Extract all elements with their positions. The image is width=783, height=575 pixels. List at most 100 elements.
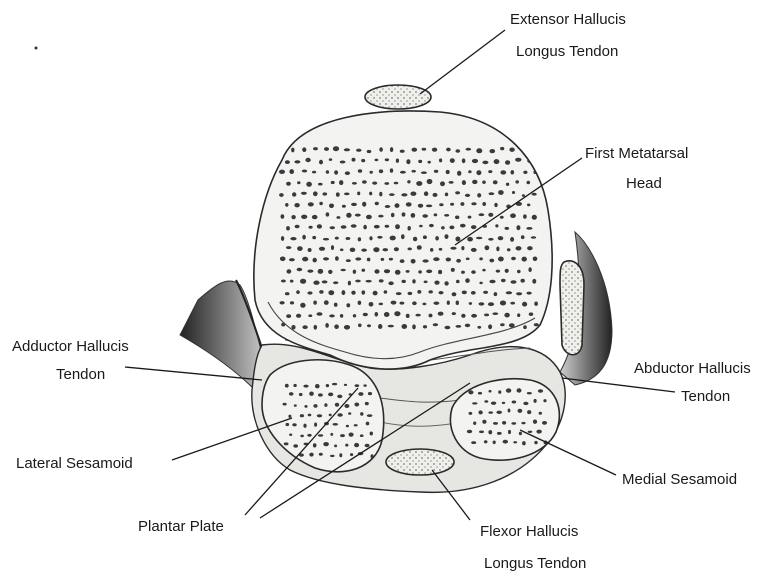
pore [384, 312, 390, 317]
pore [331, 181, 335, 184]
label-metatarsal-line2: Head [626, 175, 662, 192]
pore [516, 292, 522, 295]
pore [351, 291, 355, 295]
pore [478, 392, 482, 395]
pore [295, 225, 300, 228]
pore [351, 203, 357, 206]
pore [406, 202, 412, 206]
pore [460, 224, 466, 228]
pore [488, 411, 493, 413]
dot-artifact [35, 47, 38, 50]
pore [323, 238, 329, 241]
pore [495, 224, 498, 227]
pore [521, 235, 525, 239]
pore [476, 170, 481, 175]
pore [528, 431, 533, 433]
pore [394, 247, 399, 251]
pore [510, 213, 516, 218]
pore [378, 324, 382, 329]
pore [446, 148, 451, 152]
pore [479, 431, 484, 434]
pore [433, 257, 439, 261]
pore [293, 444, 298, 447]
pore [482, 202, 486, 206]
pore [534, 323, 539, 326]
pore [532, 215, 537, 220]
pore [471, 225, 476, 229]
pore [543, 399, 546, 402]
pore [328, 290, 334, 295]
label-flexor-line1: Flexor Hallucis [480, 523, 578, 540]
pore [329, 158, 332, 161]
pore [509, 148, 514, 152]
pore [352, 182, 357, 185]
pore [449, 181, 454, 184]
pore [339, 453, 342, 457]
pore [354, 424, 358, 426]
pore [484, 314, 489, 317]
pore [358, 301, 362, 305]
pore [521, 422, 525, 424]
pore [319, 160, 323, 165]
pore [489, 192, 495, 195]
pore [317, 312, 323, 316]
pore [412, 148, 418, 152]
pore [346, 237, 351, 240]
pore [318, 434, 323, 436]
pore [482, 181, 486, 184]
pore [281, 323, 285, 327]
pore [469, 412, 473, 415]
pore [350, 248, 356, 252]
pore [329, 314, 335, 317]
pore [434, 302, 440, 305]
pore [488, 213, 493, 217]
pore [289, 392, 294, 396]
pore [330, 455, 335, 457]
pore [301, 215, 307, 219]
pore [353, 270, 356, 274]
pore [449, 226, 454, 230]
pore [308, 248, 312, 252]
pore [467, 430, 472, 433]
pore [366, 422, 370, 426]
pore [395, 270, 401, 275]
pore [433, 193, 438, 197]
pore [333, 423, 339, 426]
pore [355, 257, 361, 260]
pore [280, 301, 285, 304]
pore [500, 323, 505, 326]
pore [494, 203, 497, 207]
pore [395, 203, 400, 208]
pore [345, 171, 350, 175]
pore [457, 171, 461, 176]
pore [489, 390, 492, 393]
pore [317, 414, 322, 417]
pore [468, 170, 471, 173]
pore [368, 392, 372, 395]
pore [519, 432, 522, 435]
pore [289, 434, 292, 436]
pore [358, 237, 361, 241]
pore [533, 420, 537, 424]
pore [468, 216, 472, 219]
pore [452, 292, 457, 296]
pore [299, 393, 303, 396]
pore [529, 312, 534, 316]
pore [323, 192, 328, 195]
pore [479, 213, 485, 216]
pore [531, 236, 536, 239]
pore [369, 192, 372, 196]
pore [461, 271, 465, 274]
pore [462, 158, 466, 163]
pore [358, 392, 363, 396]
pore [313, 443, 317, 447]
pore [528, 267, 531, 272]
pore [294, 404, 297, 406]
pore [526, 227, 532, 230]
pore [400, 171, 406, 174]
pore [280, 149, 284, 152]
pore [330, 226, 335, 229]
pore [373, 291, 378, 296]
pore [498, 390, 501, 393]
pore [294, 203, 299, 207]
